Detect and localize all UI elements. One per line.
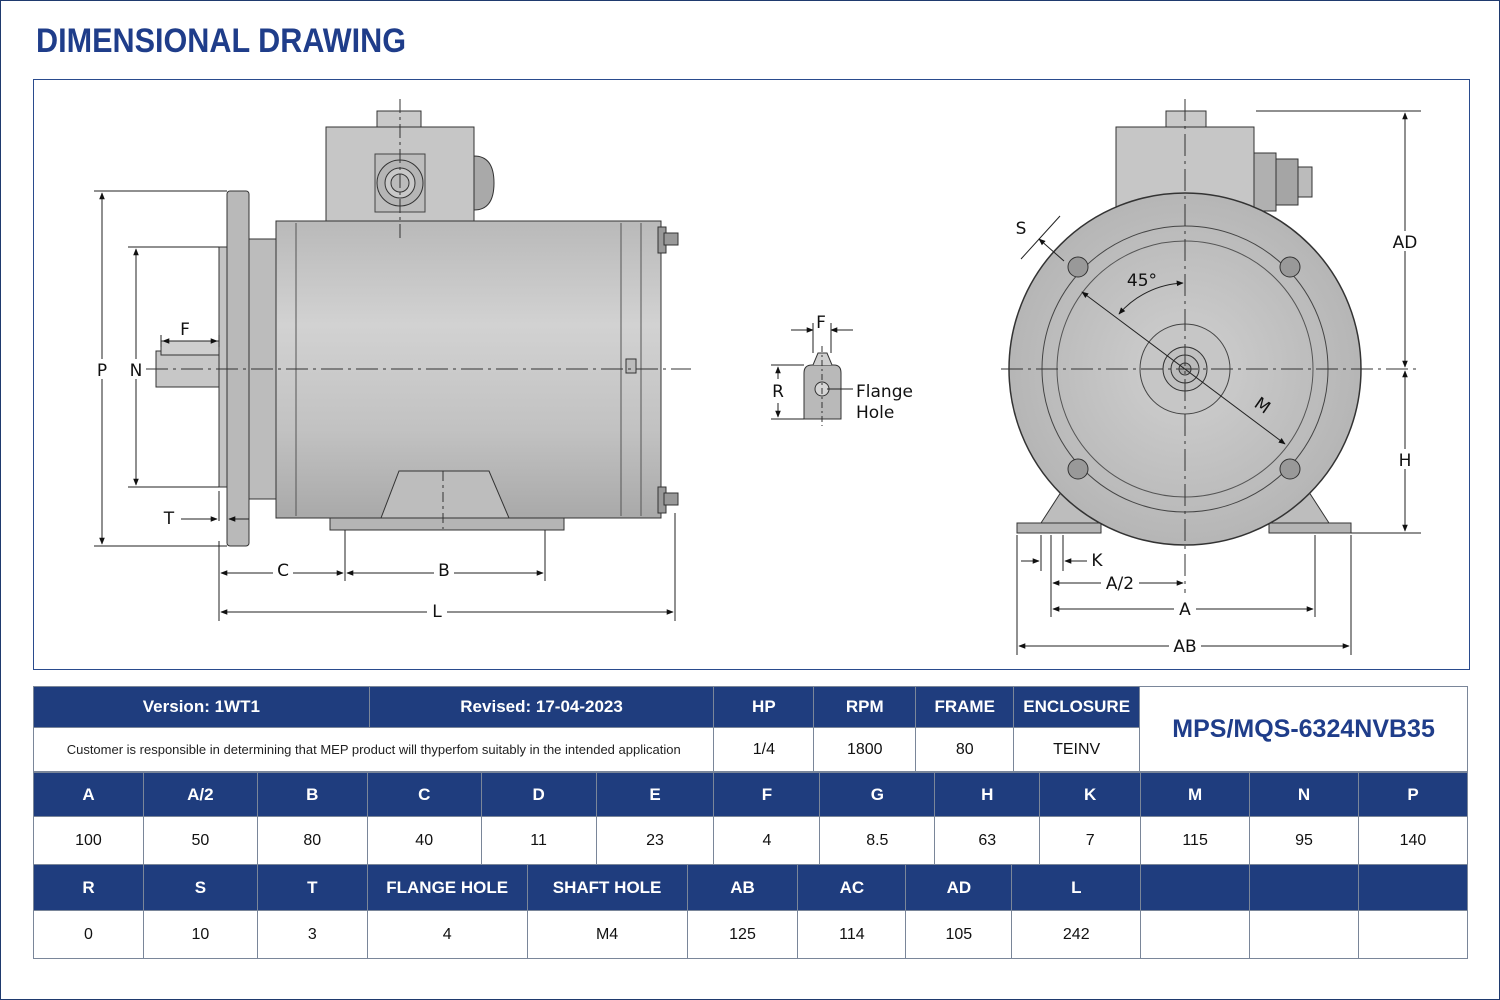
dim-value: 242 bbox=[1011, 910, 1142, 959]
dim-header: S bbox=[142, 864, 258, 911]
dim-header: N bbox=[1249, 772, 1359, 817]
dim-header: G bbox=[819, 772, 936, 817]
frame-header: FRAME bbox=[915, 686, 1015, 728]
flange-hole-label-2: Hole bbox=[856, 403, 894, 423]
dim-header: A bbox=[33, 772, 144, 817]
dim-label-N: N bbox=[130, 361, 143, 381]
front-view: S 45° M AD H K A/2 A bbox=[1001, 99, 1421, 657]
terminal-box-cap bbox=[376, 110, 422, 128]
dim-header: T bbox=[256, 864, 368, 911]
disclaimer-note: Customer is responsible in determining t… bbox=[32, 727, 715, 772]
dim-header: L bbox=[1011, 864, 1142, 911]
rpm-header: RPM bbox=[813, 686, 917, 728]
dim-value: 95 bbox=[1249, 816, 1359, 865]
mounting-foot bbox=[329, 517, 565, 531]
dim-value: 23 bbox=[595, 816, 715, 865]
dim-header: AB bbox=[686, 864, 799, 911]
dimensions-table-1: A A/2 B C D E F G H K M N P 100 50 80 40… bbox=[33, 772, 1469, 865]
dim-value: 4 bbox=[713, 816, 821, 865]
dim-label-AD: AD bbox=[1393, 233, 1418, 253]
enclosure-header: ENCLOSURE bbox=[1013, 686, 1141, 728]
dim-label-B: B bbox=[438, 561, 450, 581]
dim-label-C: C bbox=[277, 561, 289, 581]
dim-value: 8.5 bbox=[819, 816, 936, 865]
dim-header: F bbox=[713, 772, 821, 817]
dim-header: AD bbox=[905, 864, 1013, 911]
page-title: DIMENSIONAL DRAWING bbox=[36, 22, 407, 60]
dim-header: P bbox=[1357, 772, 1469, 817]
dim-header: SHAFT HOLE bbox=[526, 864, 688, 911]
dim-value: M4 bbox=[526, 910, 688, 959]
dimensional-drawing: P N F T C B L bbox=[93, 99, 1421, 657]
drawing-area: P N F T C B L bbox=[33, 79, 1470, 670]
dim-value: 63 bbox=[934, 816, 1041, 865]
dim-value: 140 bbox=[1357, 816, 1469, 865]
flange-hole-label-1: Flange bbox=[856, 382, 913, 402]
dim-header-empty bbox=[1249, 864, 1359, 911]
dim-value-empty bbox=[1140, 910, 1251, 959]
hp-value: 1/4 bbox=[713, 727, 815, 772]
dim-value: 100 bbox=[33, 816, 144, 865]
rpm-value: 1800 bbox=[813, 727, 917, 772]
dim-header: A/2 bbox=[142, 772, 258, 817]
dim-value: 114 bbox=[797, 910, 907, 959]
dim-label-S: S bbox=[1016, 219, 1027, 239]
dim-value-empty bbox=[1249, 910, 1359, 959]
dim-label-L: L bbox=[432, 602, 442, 622]
flange-label-F: F bbox=[816, 313, 826, 333]
flange-label-R: R bbox=[772, 382, 784, 402]
dim-value: 0 bbox=[33, 910, 144, 959]
dim-value: 4 bbox=[366, 910, 528, 959]
dims-value-row-1: 100 50 80 40 11 23 4 8.5 63 7 115 95 140 bbox=[33, 816, 1469, 865]
dim-label-A: A bbox=[1179, 600, 1191, 620]
dim-value: 50 bbox=[142, 816, 258, 865]
dim-label-angle: 45° bbox=[1127, 271, 1157, 291]
dims-value-row-2: 0 10 3 4 M4 125 114 105 242 bbox=[33, 910, 1468, 959]
revised-label: Revised: 17-04-2023 bbox=[368, 686, 715, 728]
hp-header: HP bbox=[713, 686, 815, 728]
dim-header: D bbox=[480, 772, 597, 817]
dim-value: 7 bbox=[1039, 816, 1142, 865]
dim-header: E bbox=[595, 772, 715, 817]
dim-header: K bbox=[1039, 772, 1142, 817]
enclosure-value: TEINV bbox=[1013, 727, 1141, 772]
dim-value: 10 bbox=[142, 910, 258, 959]
dim-label-F: F bbox=[180, 320, 190, 340]
dim-header-empty bbox=[1140, 864, 1251, 911]
dim-value-empty bbox=[1358, 910, 1468, 959]
dim-header: B bbox=[256, 772, 368, 817]
dim-label-AB: AB bbox=[1173, 637, 1196, 657]
dims-header-row-2: R S T FLANGE HOLE SHAFT HOLE AB AC AD L bbox=[33, 864, 1468, 911]
dim-value: 105 bbox=[905, 910, 1013, 959]
dim-header: M bbox=[1140, 772, 1251, 817]
dim-value: 11 bbox=[480, 816, 597, 865]
dim-label-A-half: A/2 bbox=[1106, 574, 1134, 594]
dim-header: H bbox=[934, 772, 1041, 817]
dim-header: C bbox=[366, 772, 482, 817]
dim-header-empty bbox=[1358, 864, 1468, 911]
dim-header: FLANGE HOLE bbox=[366, 864, 528, 911]
dimensions-table-2: R S T FLANGE HOLE SHAFT HOLE AB AC AD L … bbox=[33, 864, 1468, 959]
version-label: Version: 1WT1 bbox=[33, 686, 370, 728]
model-number: MPS/MQS-6324NVB35 bbox=[1139, 686, 1468, 772]
dims-header-row-1: A A/2 B C D E F G H K M N P bbox=[33, 772, 1469, 817]
side-view: P N F T C B L bbox=[93, 99, 691, 622]
flange-hole-detail: F R Flange Hole bbox=[771, 313, 913, 426]
dim-header: R bbox=[33, 864, 144, 911]
dim-label-K: K bbox=[1091, 551, 1103, 571]
frame-value: 80 bbox=[915, 727, 1015, 772]
dim-header: AC bbox=[797, 864, 907, 911]
spec-header-table: Version: 1WT1 Revised: 17-04-2023 HP RPM… bbox=[32, 686, 1468, 772]
dim-label-H: H bbox=[1399, 451, 1412, 471]
dim-value: 40 bbox=[366, 816, 482, 865]
dim-value: 115 bbox=[1140, 816, 1251, 865]
dim-value: 3 bbox=[256, 910, 368, 959]
dim-value: 80 bbox=[256, 816, 368, 865]
dim-label-T: T bbox=[163, 509, 175, 529]
dim-label-P: P bbox=[97, 361, 107, 381]
dim-value: 125 bbox=[686, 910, 799, 959]
